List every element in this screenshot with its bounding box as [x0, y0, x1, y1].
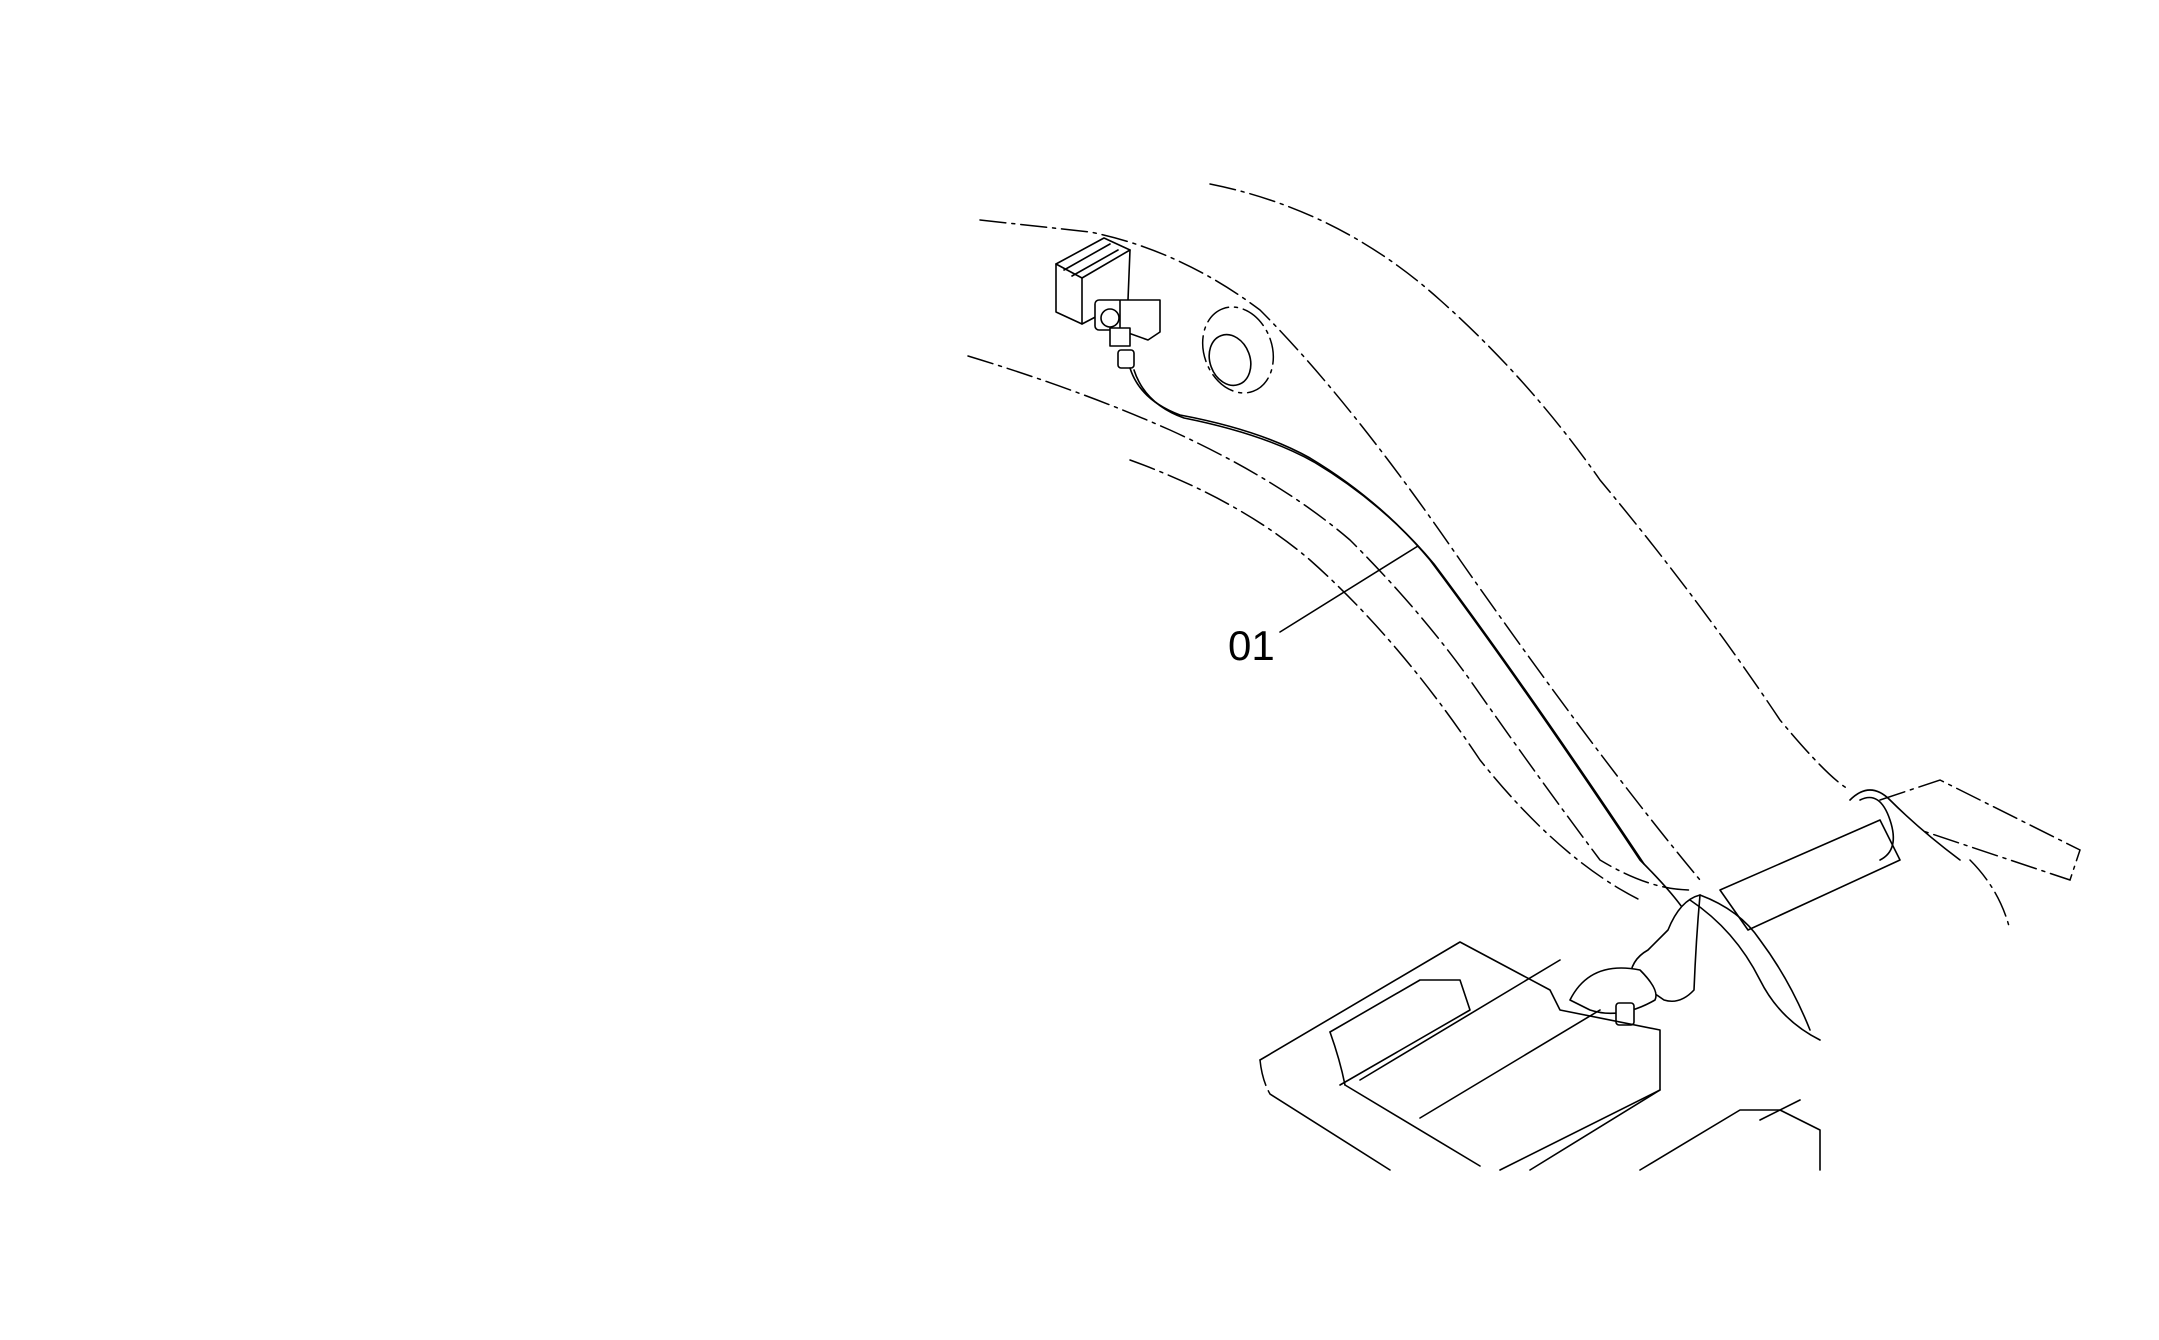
callout-01-label: 01	[1228, 622, 1275, 669]
work-light	[1055, 237, 1161, 369]
boom-pivot-boss	[1201, 306, 1275, 394]
boom-cylinder	[1719, 779, 2081, 931]
upper-frame	[1259, 941, 1821, 1171]
harness-wire	[1129, 367, 1691, 921]
boom-outline	[967, 183, 1851, 901]
boom-foot-clamp	[1569, 894, 1821, 1041]
leader-line	[1279, 545, 1419, 633]
